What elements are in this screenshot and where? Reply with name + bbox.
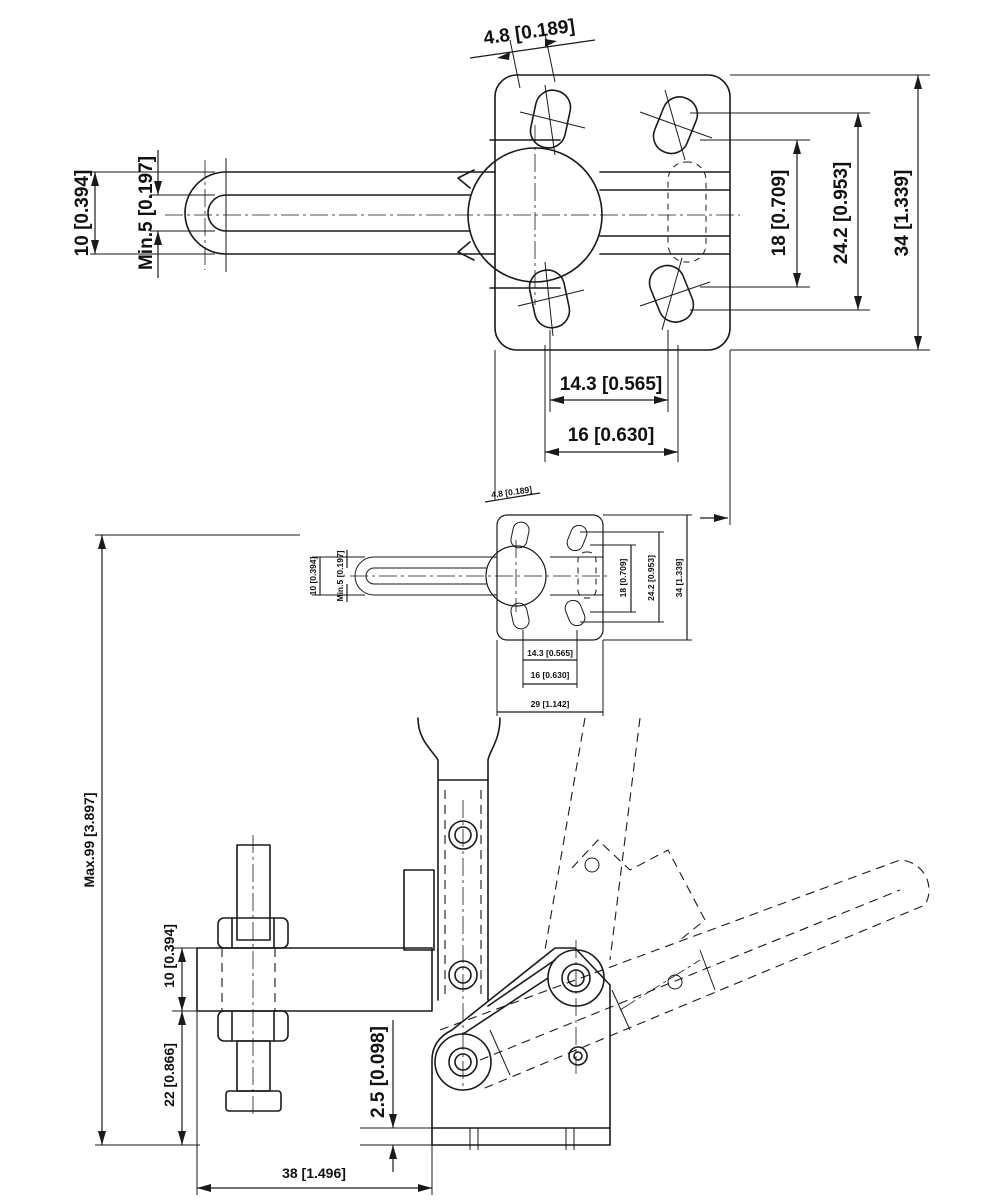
mounting-slot-bottom-right	[648, 264, 695, 323]
clamp-arm	[196, 947, 433, 1012]
dim-hole-pitch-large: 24.2 [0.953]	[831, 162, 852, 264]
base-plate	[494, 74, 731, 351]
inset-view: 10 [0.394] Min.5 [0.197] 4.8 [0.189] 18 …	[308, 484, 692, 716]
side-plate	[403, 869, 435, 951]
dim-bar-width: 10 [0.394]	[72, 170, 93, 257]
open-position-phantom	[439, 717, 930, 1091]
dim-max-height: Max.99 [3.897]	[81, 793, 97, 888]
mounting-slots	[517, 84, 713, 337]
inset-dim-base-height: 34 [1.339]	[674, 558, 684, 597]
upper-pivot	[448, 820, 478, 850]
inset-dim-hole-spacing-outer: 16 [0.630]	[531, 670, 570, 680]
side-view: Max.99 [3.897] 10 [0.394] 22 [0.866] 2.5…	[81, 534, 930, 1195]
inset-base-plate	[496, 514, 604, 641]
dim-slot-min: Min.5 [0.197]	[136, 156, 157, 270]
dim-arm-thickness: 10 [0.394]	[161, 924, 177, 988]
inset-dim-slot-min: Min.5 [0.197]	[335, 550, 345, 601]
phantom-pivot-upper	[584, 857, 600, 873]
spindle	[217, 835, 289, 1115]
stop-pin	[568, 1046, 588, 1066]
inset-dim-hole-spacing-inner: 14.3 [0.565]	[527, 648, 573, 658]
dim-offset: 2.5 [0.098]	[368, 1026, 389, 1118]
dim-base-height: 34 [1.339]	[892, 170, 913, 257]
dim-hole-pitch-small: 18 [0.709]	[769, 170, 790, 257]
dim-hole-spacing-outer: 16 [0.630]	[568, 425, 655, 446]
phantom-pivot-lower	[667, 974, 683, 990]
inset-dim-hole-pitch-small: 18 [0.709]	[618, 558, 628, 597]
spindle-tip	[225, 1090, 282, 1112]
handle-bar	[184, 139, 731, 289]
inset-dim-bar-width: 10 [0.394]	[308, 556, 318, 595]
inset-dim-base-width: 29 [1.142]	[531, 699, 570, 709]
base-block	[431, 940, 611, 1150]
top-view: 10 [0.394] Min.5 [0.197] 4.8 [0.189] 18 …	[72, 16, 930, 525]
dim-hole-spacing-inner: 14.3 [0.565]	[560, 374, 662, 395]
dim-reach: 38 [1.496]	[282, 1165, 346, 1181]
inset-dim-hole-pitch-large: 24.2 [0.953]	[646, 555, 656, 601]
dim-arm-height: 22 [0.866]	[161, 1043, 177, 1107]
